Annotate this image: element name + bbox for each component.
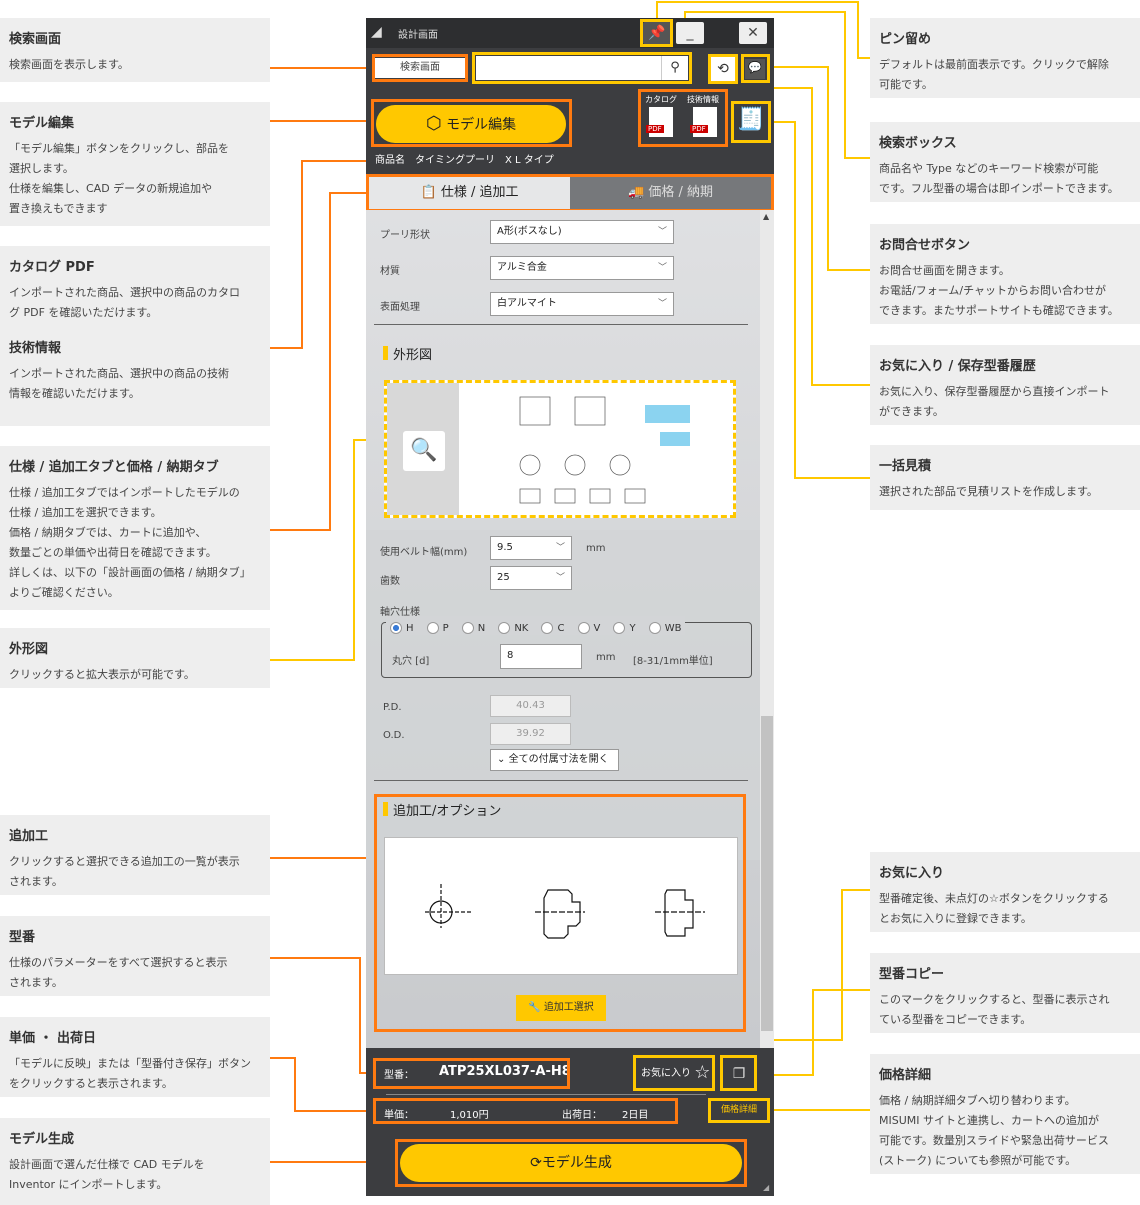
note-generate: モデル生成設計画面で選んだ仕様で CAD モデルを Inventor にインポー…	[0, 1118, 270, 1205]
belt-width-select[interactable]: 9.5﹀	[490, 536, 572, 560]
scrollbar-thumb[interactable]	[761, 716, 773, 1031]
pin-icon: 📌	[648, 25, 666, 41]
radio-c[interactable]: C	[541, 622, 564, 634]
chevron-down-icon: ﹀	[555, 573, 565, 583]
chevron-down-icon: ﹀	[657, 263, 667, 273]
od-value: 39.92	[490, 723, 571, 745]
clipboard-icon: 📋	[420, 185, 437, 200]
search-screen-button[interactable]: 検索画面	[375, 58, 465, 78]
note-search-screen: 検索画面検索画面を表示します。	[0, 18, 270, 82]
part-number: ATP25XL037-A-H8	[439, 1064, 571, 1079]
pdf-icon: PDF	[690, 107, 717, 137]
divider	[386, 1094, 706, 1095]
note-part-number: 型番仕様のパラメーターをすべて選択すると表示 されます。	[0, 916, 270, 996]
radio-nk[interactable]: NK	[498, 622, 528, 634]
tech-info-pdf-button[interactable]: 技術情報 PDF	[687, 94, 725, 142]
note-outline: 外形図クリックすると拡大表示が可能です。	[0, 628, 270, 688]
unit-price: 1,010円	[450, 1110, 489, 1121]
title-bar[interactable]: ◢ 設計画面 📌 _ ✕	[366, 18, 774, 48]
note-tabs: 仕様 / 追加工タブと価格 / 納期タブ仕様 / 追加工タブではインポートしたモ…	[0, 446, 270, 610]
refresh-icon: ⟳	[530, 1155, 542, 1171]
chevron-down-icon: ﹀	[657, 227, 667, 237]
expand-dims-button[interactable]: ⌄ 全ての付属寸法を開く	[490, 749, 619, 771]
app-logo-icon: ◢	[371, 24, 382, 40]
model-edit-button[interactable]: ⬡ モデル編集	[376, 105, 566, 143]
bulk-estimate-button[interactable]: 🧾	[736, 107, 766, 139]
window-title: 設計画面	[398, 30, 438, 41]
product-name: 商品名 タイミングプーリ X L タイプ	[375, 155, 554, 166]
scroll-up-icon[interactable]: ▲	[763, 212, 770, 221]
note-model-edit: モデル編集「モデル編集」ボタンをクリックし、部品を 選択します。 仕様を編集し、…	[0, 102, 270, 226]
design-window: ◢ 設計画面 📌 _ ✕ 検索画面 ⚲ ⟲ 💬 ⬡ モデル編集 カタログ PDF…	[366, 18, 774, 1196]
note-copy: 型番コピーこのマークをクリックすると、型番に表示され ている型番をコピーできます…	[870, 953, 1140, 1033]
bore-input[interactable]: 8	[500, 644, 582, 669]
surface-select[interactable]: 白アルマイト﹀	[490, 292, 674, 316]
additional-options-preview[interactable]	[384, 837, 738, 975]
radio-y[interactable]: Y	[613, 622, 636, 634]
options-title: 追加工/オプション	[383, 800, 501, 819]
scrollbar[interactable]: ▲	[760, 210, 774, 1048]
ship-label: 出荷日：	[562, 1110, 602, 1121]
resize-grip-icon[interactable]: ◢	[763, 1183, 770, 1192]
chat-icon: 💬	[748, 61, 762, 74]
close-button[interactable]: ✕	[739, 22, 767, 44]
additional-select-button[interactable]: 🔧 追加工選択	[516, 995, 606, 1021]
price-detail-link[interactable]: 価格詳細	[720, 1105, 757, 1115]
history-button[interactable]: ⟲	[711, 57, 735, 81]
outline-drawing[interactable]: 🔍	[384, 380, 736, 518]
tab-spec[interactable]: 📋 仕様 / 追加工	[369, 177, 570, 209]
tab-price[interactable]: 🚚 価格 / 納期	[570, 177, 771, 209]
wrench-icon: 🔧	[528, 1002, 541, 1013]
price-label: 単価：	[384, 1110, 414, 1121]
divider	[374, 324, 748, 325]
option-drawings	[425, 884, 705, 939]
note-history: お気に入り / 保存型番履歴お気に入り、保存型番履歴から直接インポート ができま…	[870, 345, 1140, 425]
note-additional: 追加工クリックすると選択できる追加工の一覧が表示 されます。	[0, 815, 270, 895]
generate-model-button[interactable]: ⟳モデル生成	[400, 1144, 742, 1182]
radio-v[interactable]: V	[577, 622, 600, 634]
material-select[interactable]: アルミ合金﹀	[490, 256, 674, 280]
note-price-ship: 単価 ・ 出荷日「モデルに反映」または「型番付き保存」ボタン をクリックすると表…	[0, 1017, 270, 1097]
note-estimate: 一括見積選択された部品で見積リストを作成します。	[870, 445, 1140, 510]
model-edit-icon: ⬡	[425, 113, 442, 134]
chevron-down-icon: ﹀	[657, 299, 667, 309]
spec-panel: プーリ形状 A形(ボスなし)﹀ 材質 アルミ合金﹀ 表面処理 白アルマイト﹀ 外…	[366, 210, 760, 1048]
outline-drawing-image	[519, 396, 690, 504]
copy-icon: ❐	[732, 1066, 746, 1082]
chevron-down-icon: ⌄	[497, 754, 506, 765]
part-number-label: 型番：	[384, 1070, 414, 1081]
pulley-shape-select[interactable]: A形(ボスなし)﹀	[490, 220, 674, 244]
star-icon: ☆	[694, 1062, 711, 1083]
teeth-select[interactable]: 25﹀	[490, 566, 572, 590]
note-price-detail: 価格詳細価格 / 納期詳細タブへ切り替わります。 MISUMI サイトと連携し、…	[870, 1054, 1140, 1174]
inquiry-button[interactable]: 💬	[745, 59, 765, 79]
radio-wb[interactable]: WB	[648, 622, 681, 634]
chevron-down-icon: ﹀	[555, 543, 565, 553]
zoom-in-icon[interactable]: 🔍	[403, 431, 445, 471]
pdf-icon: PDF	[646, 107, 673, 137]
outline-title: 外形図	[383, 344, 432, 363]
search-input[interactable]: ⚲	[476, 56, 688, 80]
pin-button[interactable]: 📌	[643, 22, 671, 44]
minimize-button[interactable]: _	[676, 22, 704, 44]
ship-date: 2日目	[622, 1110, 649, 1121]
note-inquiry: お問合せボタンお問合せ画面を開きます。 お電話/フォーム/チャットからお問い合わ…	[870, 224, 1140, 324]
truck-icon: 🚚	[628, 185, 645, 200]
estimate-yen-icon: 🧾	[737, 107, 765, 132]
pd-value: 40.43	[490, 695, 571, 717]
note-search-box: 検索ボックス商品名や Type などのキーワード検索が可能 です。フル型番の場合…	[870, 122, 1140, 202]
radio-h[interactable]: H	[390, 622, 414, 634]
history-icon: ⟲	[717, 61, 729, 77]
search-icon[interactable]: ⚲	[661, 56, 688, 80]
divider	[374, 780, 748, 781]
favorite-button[interactable]: お気に入り ☆	[641, 1062, 711, 1083]
shaft-options: H P N NK C V Y WB	[386, 616, 686, 635]
catalog-pdf-button[interactable]: カタログ PDF	[645, 94, 679, 142]
radio-n[interactable]: N	[461, 622, 485, 634]
copy-part-number-button[interactable]: ❐	[725, 1061, 753, 1087]
radio-p[interactable]: P	[426, 622, 449, 634]
note-favorite: お気に入り型番確定後、未点灯の☆ボタンをクリックする とお気に入りに登録できます…	[870, 852, 1140, 932]
note-pin: ピン留めデフォルトは最前面表示です。クリックで解除 可能です。	[870, 18, 1140, 98]
